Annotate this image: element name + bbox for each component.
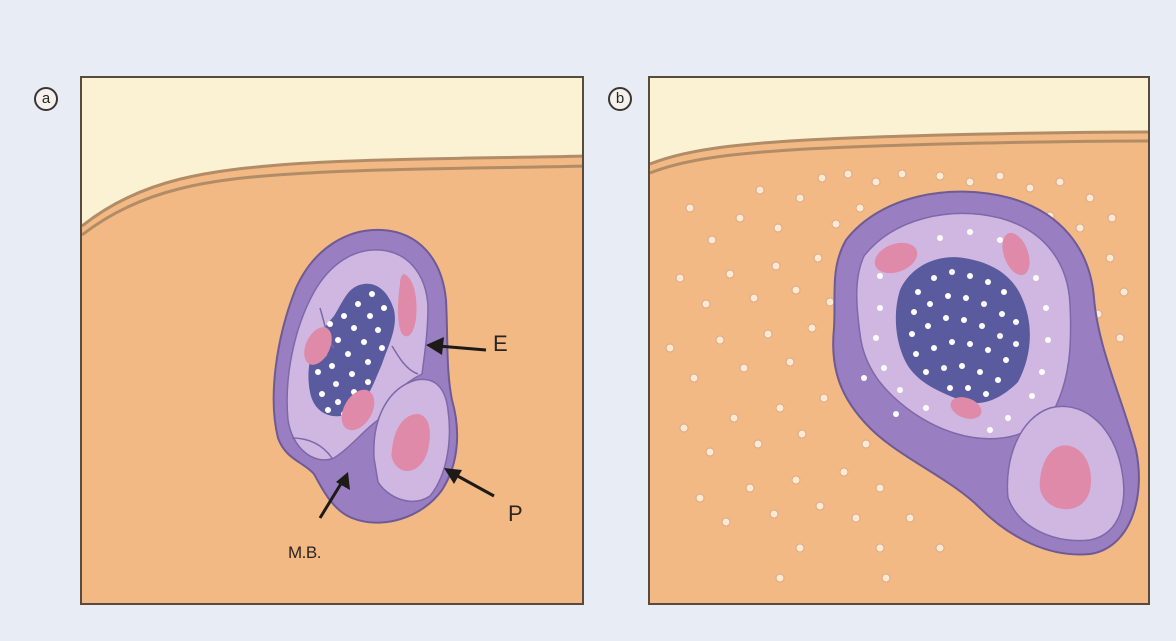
- panel-b: [648, 76, 1150, 605]
- panel-b-illustration: [650, 78, 1150, 605]
- label-p: P: [508, 501, 523, 527]
- panel-a-marker: a: [34, 87, 58, 111]
- label-e: E: [493, 331, 508, 357]
- panel-b-marker: b: [608, 87, 632, 111]
- label-mb: M.B.: [288, 543, 321, 563]
